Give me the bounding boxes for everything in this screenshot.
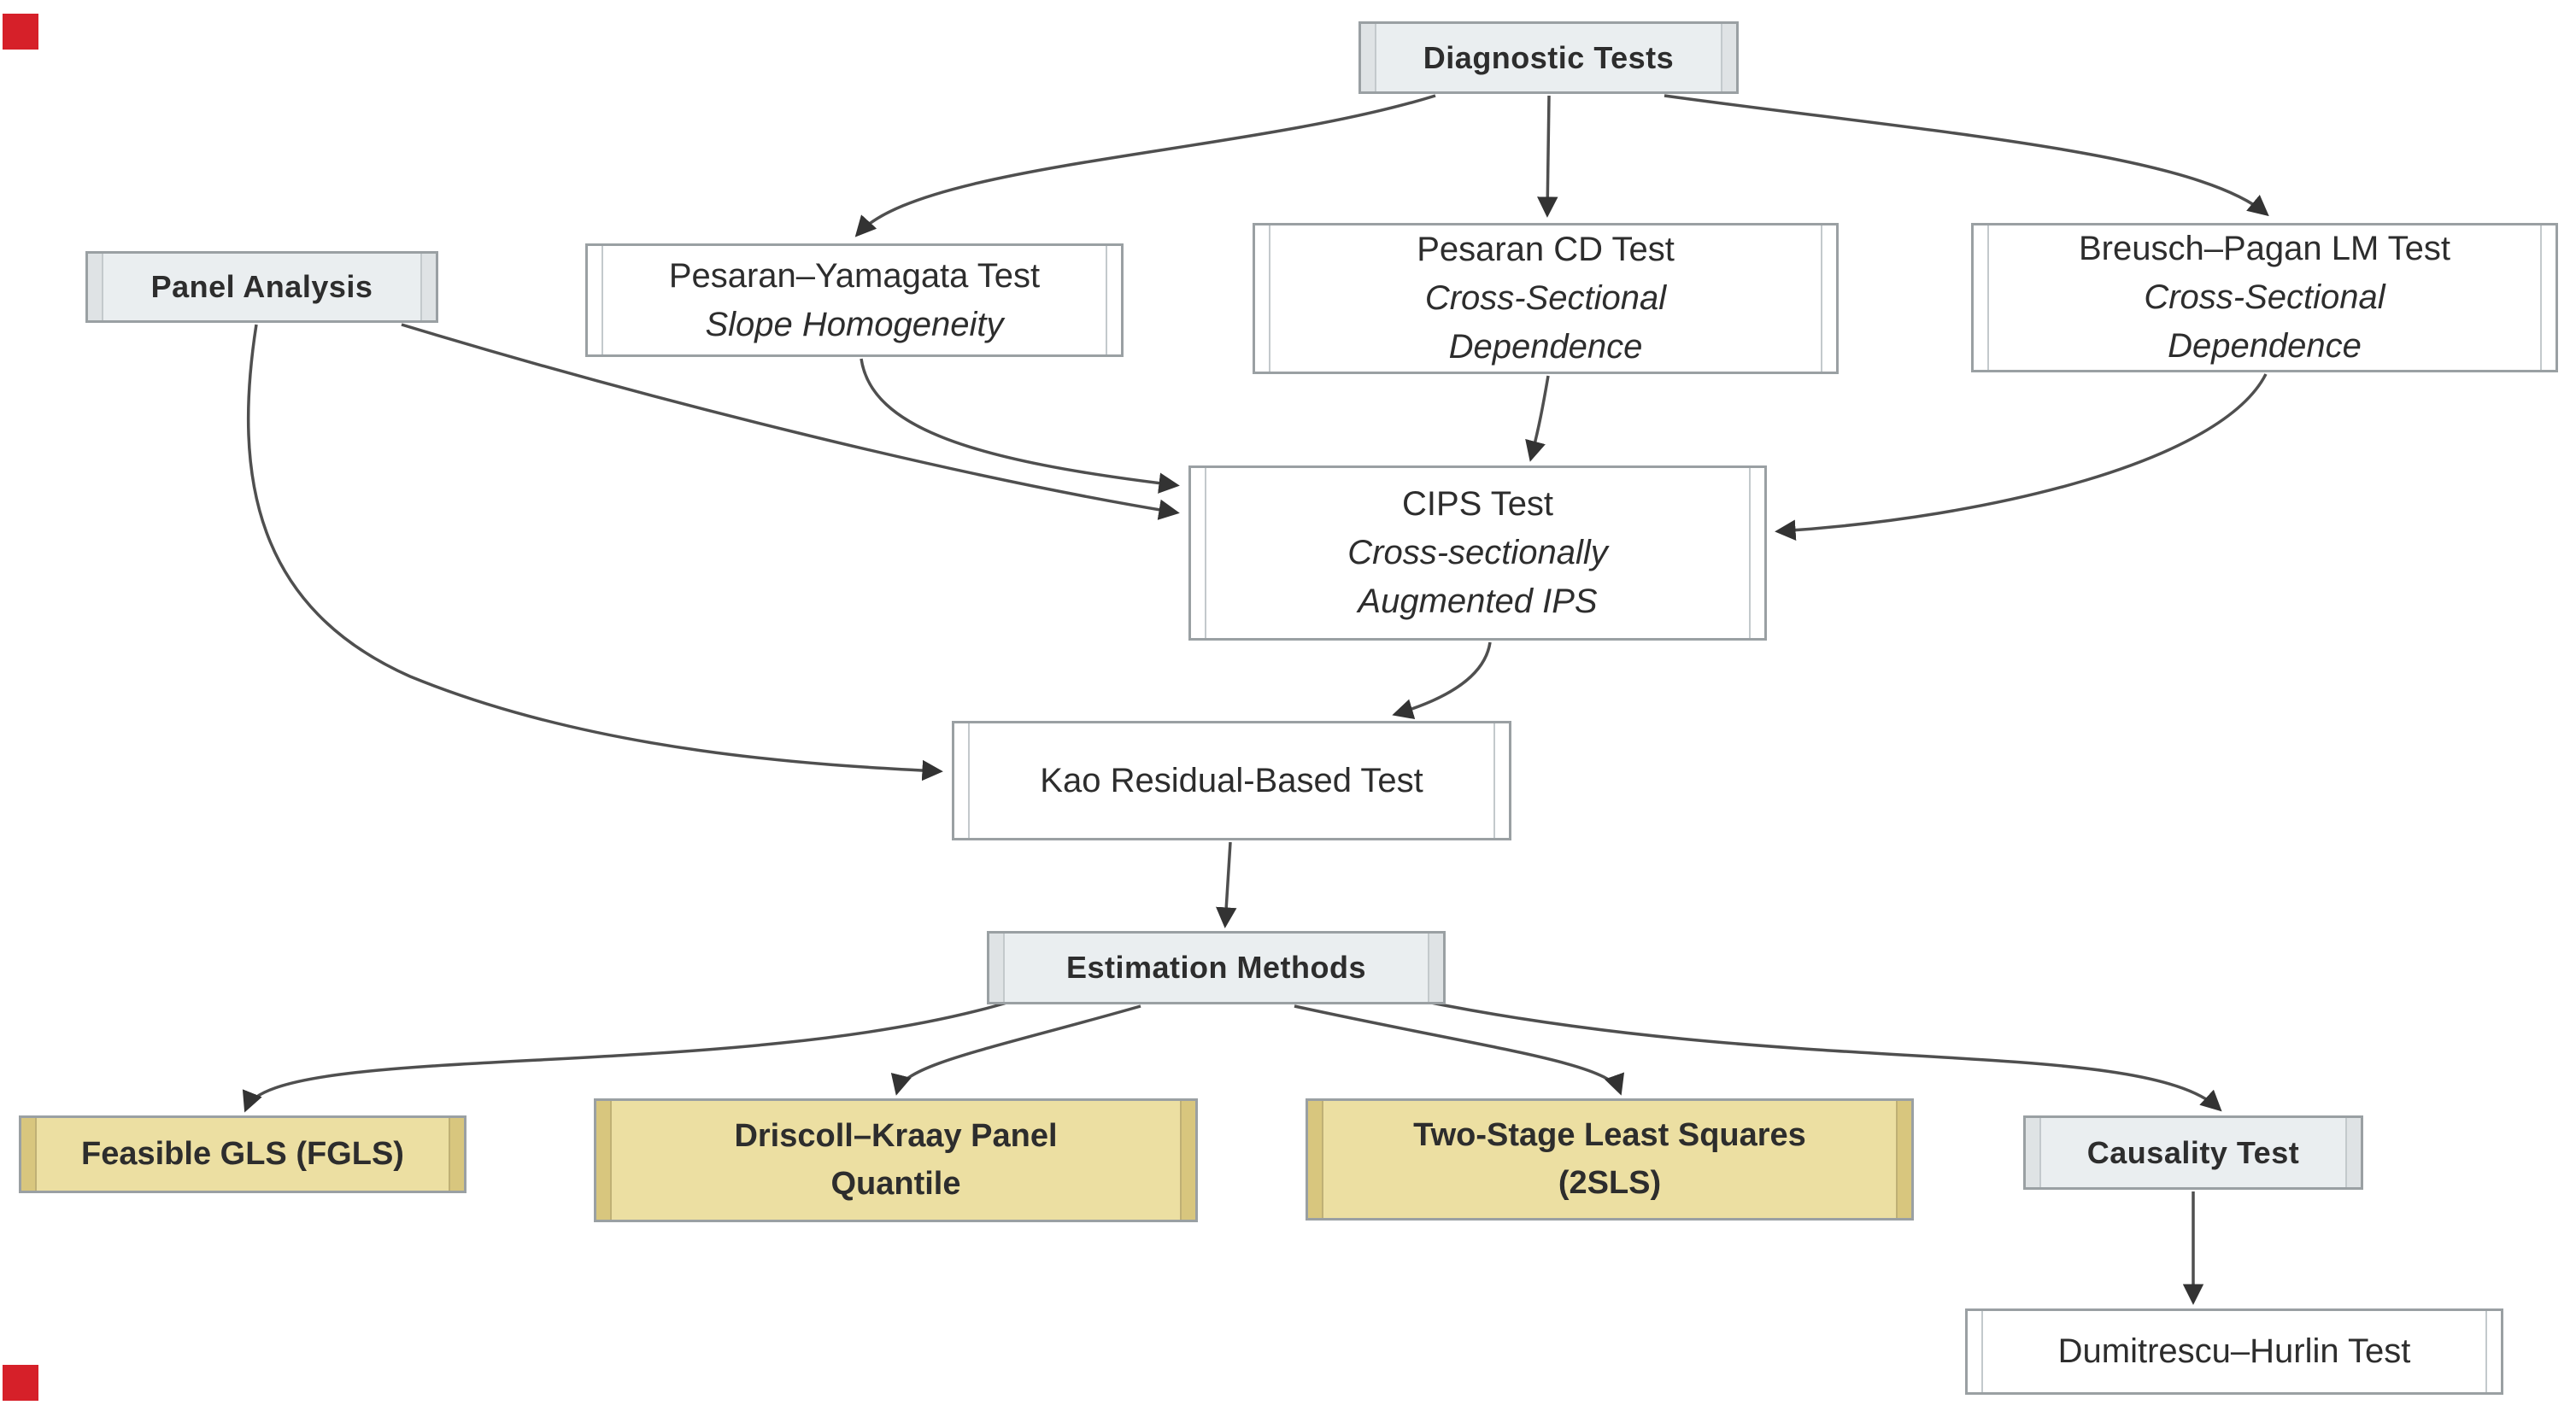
edge-diagnostic-tests-to-pesaran-cd	[1537, 95, 1558, 218]
node-subtitle: Dependence	[1448, 327, 1643, 366]
node-label: Causality Test	[2086, 1134, 2300, 1170]
node-label: Kao Residual-Based Test	[1040, 761, 1423, 799]
node-diagnostic-tests: Diagnostic Tests	[1358, 21, 1739, 94]
node-estimation-methods: Estimation Methods	[987, 931, 1446, 1004]
node-pesaran-cd-test: Pesaran CD Test Cross-Sectional Dependen…	[1253, 223, 1839, 374]
node-label: Quantile	[830, 1165, 961, 1202]
edge-estimation-methods-to-two-stage	[1294, 1004, 1624, 1096]
node-subtitle: Dependence	[2168, 326, 2362, 365]
node-dumitrescu-hurlin-test: Dumitrescu–Hurlin Test	[1965, 1308, 2503, 1395]
node-pesaran-yamagata-test: Pesaran–Yamagata Test Slope Homogeneity	[585, 243, 1124, 357]
node-label: Dumitrescu–Hurlin Test	[2057, 1332, 2411, 1371]
node-kao-residual-based-test: Kao Residual-Based Test	[952, 721, 1511, 840]
edge-kao-to-estimation-methods	[1215, 841, 1237, 928]
red-marker-top	[3, 14, 38, 50]
node-causality-test: Causality Test	[2023, 1115, 2363, 1190]
node-two-stage-least-squares: Two-Stage Least Squares (2SLS)	[1306, 1098, 1914, 1221]
edge-pesaran-cd-to-cips	[1525, 375, 1550, 462]
node-panel-analysis: Panel Analysis	[85, 251, 438, 323]
node-label: (2SLS)	[1558, 1164, 1662, 1201]
edge-diagnostic-tests-to-breusch-pagan	[1664, 94, 2269, 217]
node-label: Two-Stage Least Squares	[1413, 1117, 1806, 1154]
node-title: Pesaran CD Test	[1417, 231, 1675, 269]
node-cips-test: CIPS Test Cross-sectionally Augmented IP…	[1188, 465, 1767, 641]
node-label: Panel Analysis	[150, 269, 373, 304]
node-label: Estimation Methods	[1065, 950, 1367, 985]
node-subtitle: Cross-Sectional	[1424, 279, 1667, 318]
node-title: Pesaran–Yamagata Test	[668, 256, 1041, 295]
node-feasible-gls: Feasible GLS (FGLS)	[19, 1115, 466, 1193]
node-label: Feasible GLS (FGLS)	[81, 1135, 404, 1172]
edge-estimation-methods-to-fgls	[243, 999, 1013, 1113]
node-label: Diagnostic Tests	[1423, 39, 1675, 75]
edge-diagnostic-tests-to-pesaran-yamagata	[854, 94, 1436, 237]
node-subtitle: Cross-sectionally	[1347, 534, 1608, 572]
red-marker-bottom	[3, 1365, 38, 1401]
node-title: Breusch–Pagan LM Test	[2078, 230, 2451, 268]
edge-breusch-pagan-to-cips	[1775, 373, 2268, 541]
node-title: CIPS Test	[1401, 485, 1554, 524]
node-subtitle: Augmented IPS	[1358, 582, 1598, 620]
edge-estimation-methods-to-driscoll-kraay	[890, 1004, 1141, 1096]
edge-estimation-methods-to-causality	[1422, 999, 2222, 1112]
edge-cips-to-kao	[1392, 641, 1492, 720]
node-label: Driscoll–Kraay Panel	[734, 1118, 1058, 1155]
edge-panel-analysis-to-kao	[246, 324, 943, 782]
node-subtitle: Cross-Sectional	[2144, 278, 2385, 317]
node-breusch-pagan-lm-test: Breusch–Pagan LM Test Cross-Sectional De…	[1971, 223, 2558, 372]
edge-pesaran-yamagata-to-cips	[860, 358, 1180, 494]
node-driscoll-kraay-panel-quantile: Driscoll–Kraay Panel Quantile	[594, 1098, 1198, 1222]
node-subtitle: Slope Homogeneity	[705, 305, 1004, 343]
